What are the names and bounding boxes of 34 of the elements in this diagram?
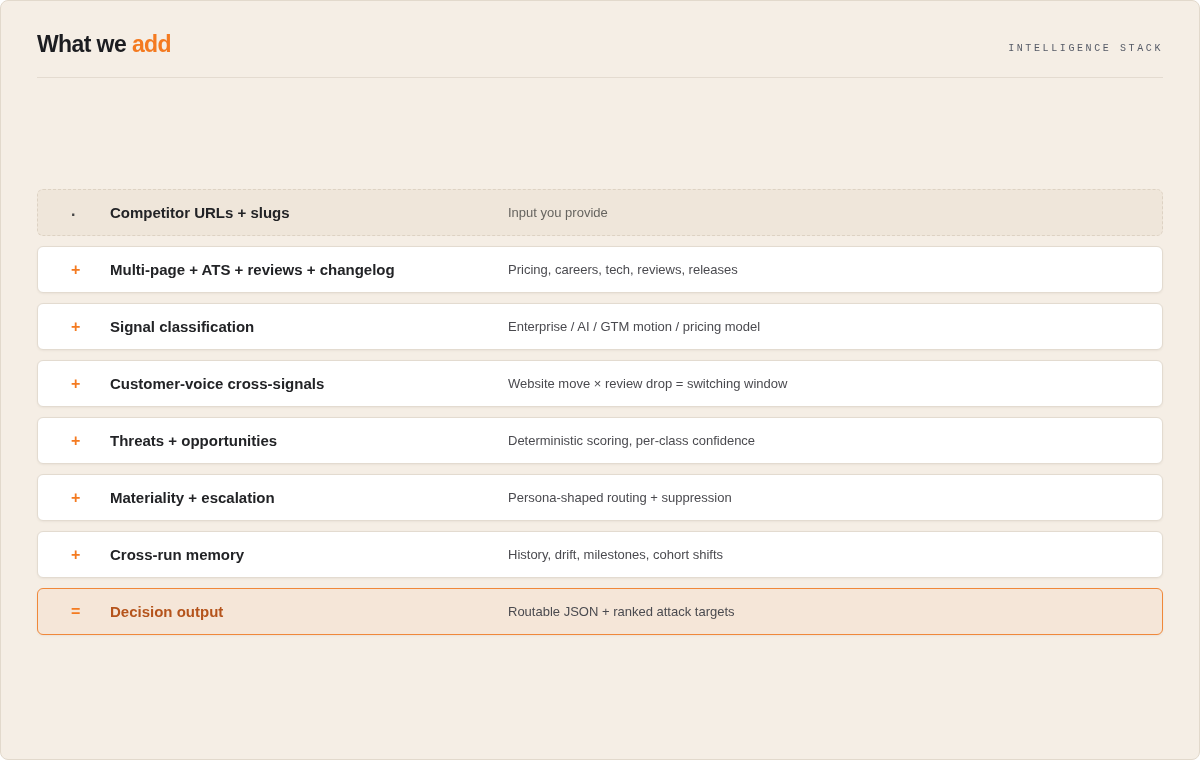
row-description: Pricing, careers, tech, reviews, releases [508,261,738,279]
row-symbol: . [71,201,76,221]
row-symbol: + [71,545,81,565]
row-description: Website move × review drop = switching window [508,375,788,393]
row-description: Deterministic scoring, per-class confidence [508,432,756,450]
row-title: Cross-run memory [110,545,245,565]
row-symbol: + [71,431,81,451]
row-title: Materiality + escalation [110,488,275,508]
row-title: Decision output [110,602,224,622]
row-title: Competitor URLs + slugs [110,203,290,223]
step-row [37,417,1163,464]
row-description: Routable JSON + ranked attack targets [508,603,735,621]
row-description: Persona-shaped routing + suppression [508,489,732,507]
step-row [37,474,1163,521]
row-title: Signal classification [110,317,255,337]
row-description: Input you provide [508,204,608,222]
section-tag: INTELLIGENCE STACK [1008,42,1163,56]
step-row [37,303,1163,350]
row-title: Multi-page + ATS + reviews + changelog [110,260,395,280]
row-description: History, drift, milestones, cohort shifts [508,546,724,564]
page-title: What we add [37,30,171,58]
row-symbol: + [71,260,81,280]
row-symbol: + [71,488,81,508]
input-row [37,189,1163,236]
row-symbol: + [71,374,81,394]
row-title: Customer-voice cross-signals [110,374,325,394]
step-row [37,360,1163,407]
row-description: Enterprise / AI / GTM motion / pricing model [508,318,761,336]
step-row [37,246,1163,293]
row-title: Threats + opportunities [110,431,278,451]
output-row [37,588,1163,635]
step-row [37,531,1163,578]
row-symbol: = [71,602,81,622]
row-symbol: + [71,317,81,337]
